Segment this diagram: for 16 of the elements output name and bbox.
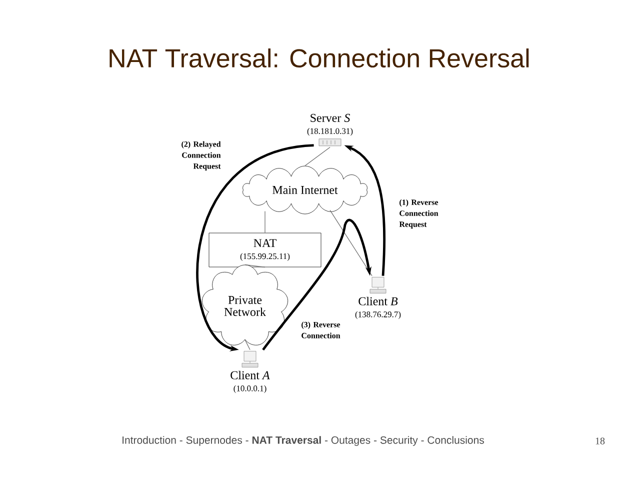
edge-label: (2) Relayed Connection Request xyxy=(182,141,221,170)
footer-navigation: Introduction - Supernodes - NAT Traversal - Outages - Security - Conclusions xyxy=(122,436,484,446)
network-cloud: Private Network xyxy=(202,264,288,346)
link-line xyxy=(330,210,372,276)
host-label: Server S (18.181.0.31) xyxy=(306,112,354,148)
nat-box: NAT (155.99.25.11) xyxy=(208,232,322,268)
arrow xyxy=(262,219,372,351)
page-number: 18 xyxy=(596,438,605,444)
edge-label: (3) Reverse Connection xyxy=(302,322,340,338)
edge-label: (1) Reverse Connection Request xyxy=(399,199,438,229)
slide-title: NAT Traversal: Connection Reversal xyxy=(110,48,529,68)
link-line xyxy=(244,339,250,350)
network-cloud: Main Internet xyxy=(242,166,368,214)
link-line xyxy=(264,210,266,234)
link-line xyxy=(304,146,330,166)
link-line xyxy=(244,264,266,268)
